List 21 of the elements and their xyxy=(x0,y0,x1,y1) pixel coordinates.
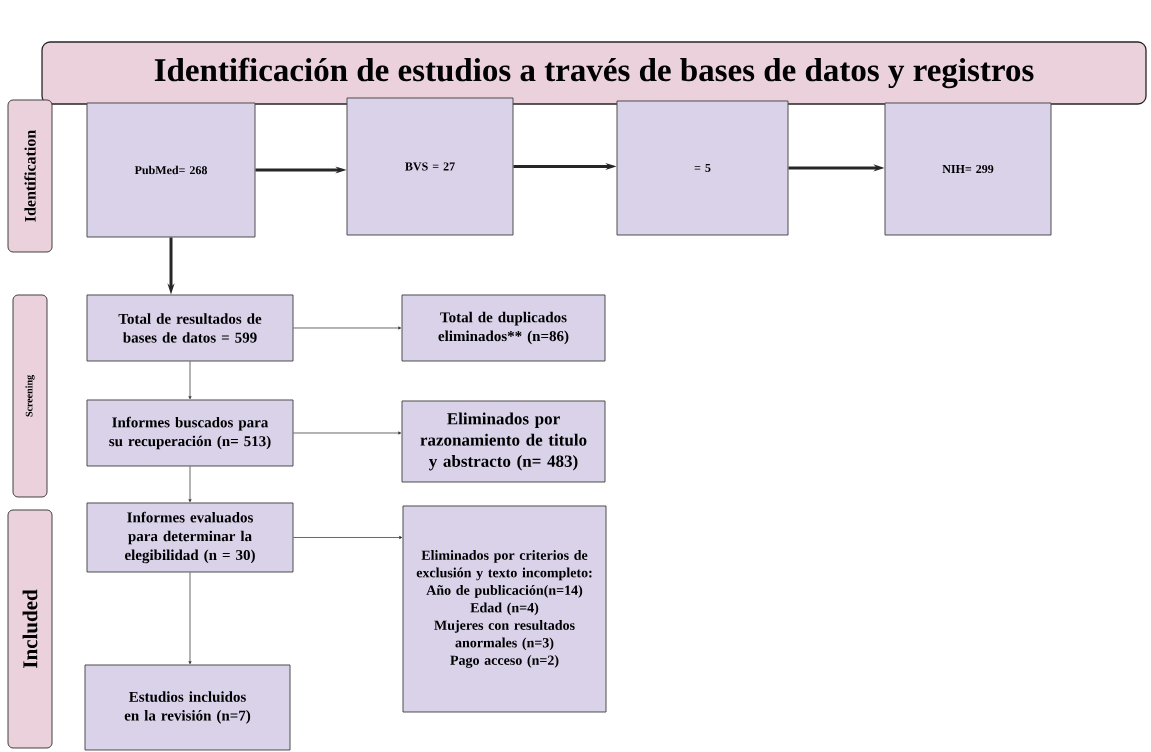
arrow xyxy=(293,431,402,435)
process-box: Total de duplicados eliminados** (n=86) xyxy=(401,294,606,362)
stage-band: Included xyxy=(7,509,53,749)
process-box: Eliminados por criterios de exclusión y texto incompleto: Año de publicación(n=14) Edad (n=4) Mujeres con resultados anormales (n=3) Pago acceso (n=2) xyxy=(402,505,607,713)
arrow xyxy=(188,361,192,400)
arrow xyxy=(188,572,192,665)
arrow xyxy=(293,326,402,330)
arrow xyxy=(293,536,403,539)
process-box: Total de resultados de bases de datos = 599 xyxy=(86,294,294,362)
process-box: NIH= 299 xyxy=(884,102,1052,236)
process-box: = 5 xyxy=(616,100,789,236)
process-box: BVS = 27 xyxy=(346,97,514,236)
process-box: Eliminados por razonamiento de titulo y abstracto (n= 483) xyxy=(401,400,606,483)
process-box: PubMed= 268 xyxy=(86,102,256,238)
arrow xyxy=(188,466,192,503)
process-box: Informes evaluados para determinar la elegibilidad (n = 30) xyxy=(86,502,294,573)
stage-band: Identification xyxy=(7,99,53,253)
title-box: Identificación de estudios a través de bases de datos y registros xyxy=(41,41,1147,105)
process-box: Informes buscados para su recuperación (n= 513) xyxy=(86,399,294,467)
process-box: Estudios incluidos en la revisión (n=7) xyxy=(84,664,291,751)
stage-band: Screening xyxy=(12,294,48,498)
